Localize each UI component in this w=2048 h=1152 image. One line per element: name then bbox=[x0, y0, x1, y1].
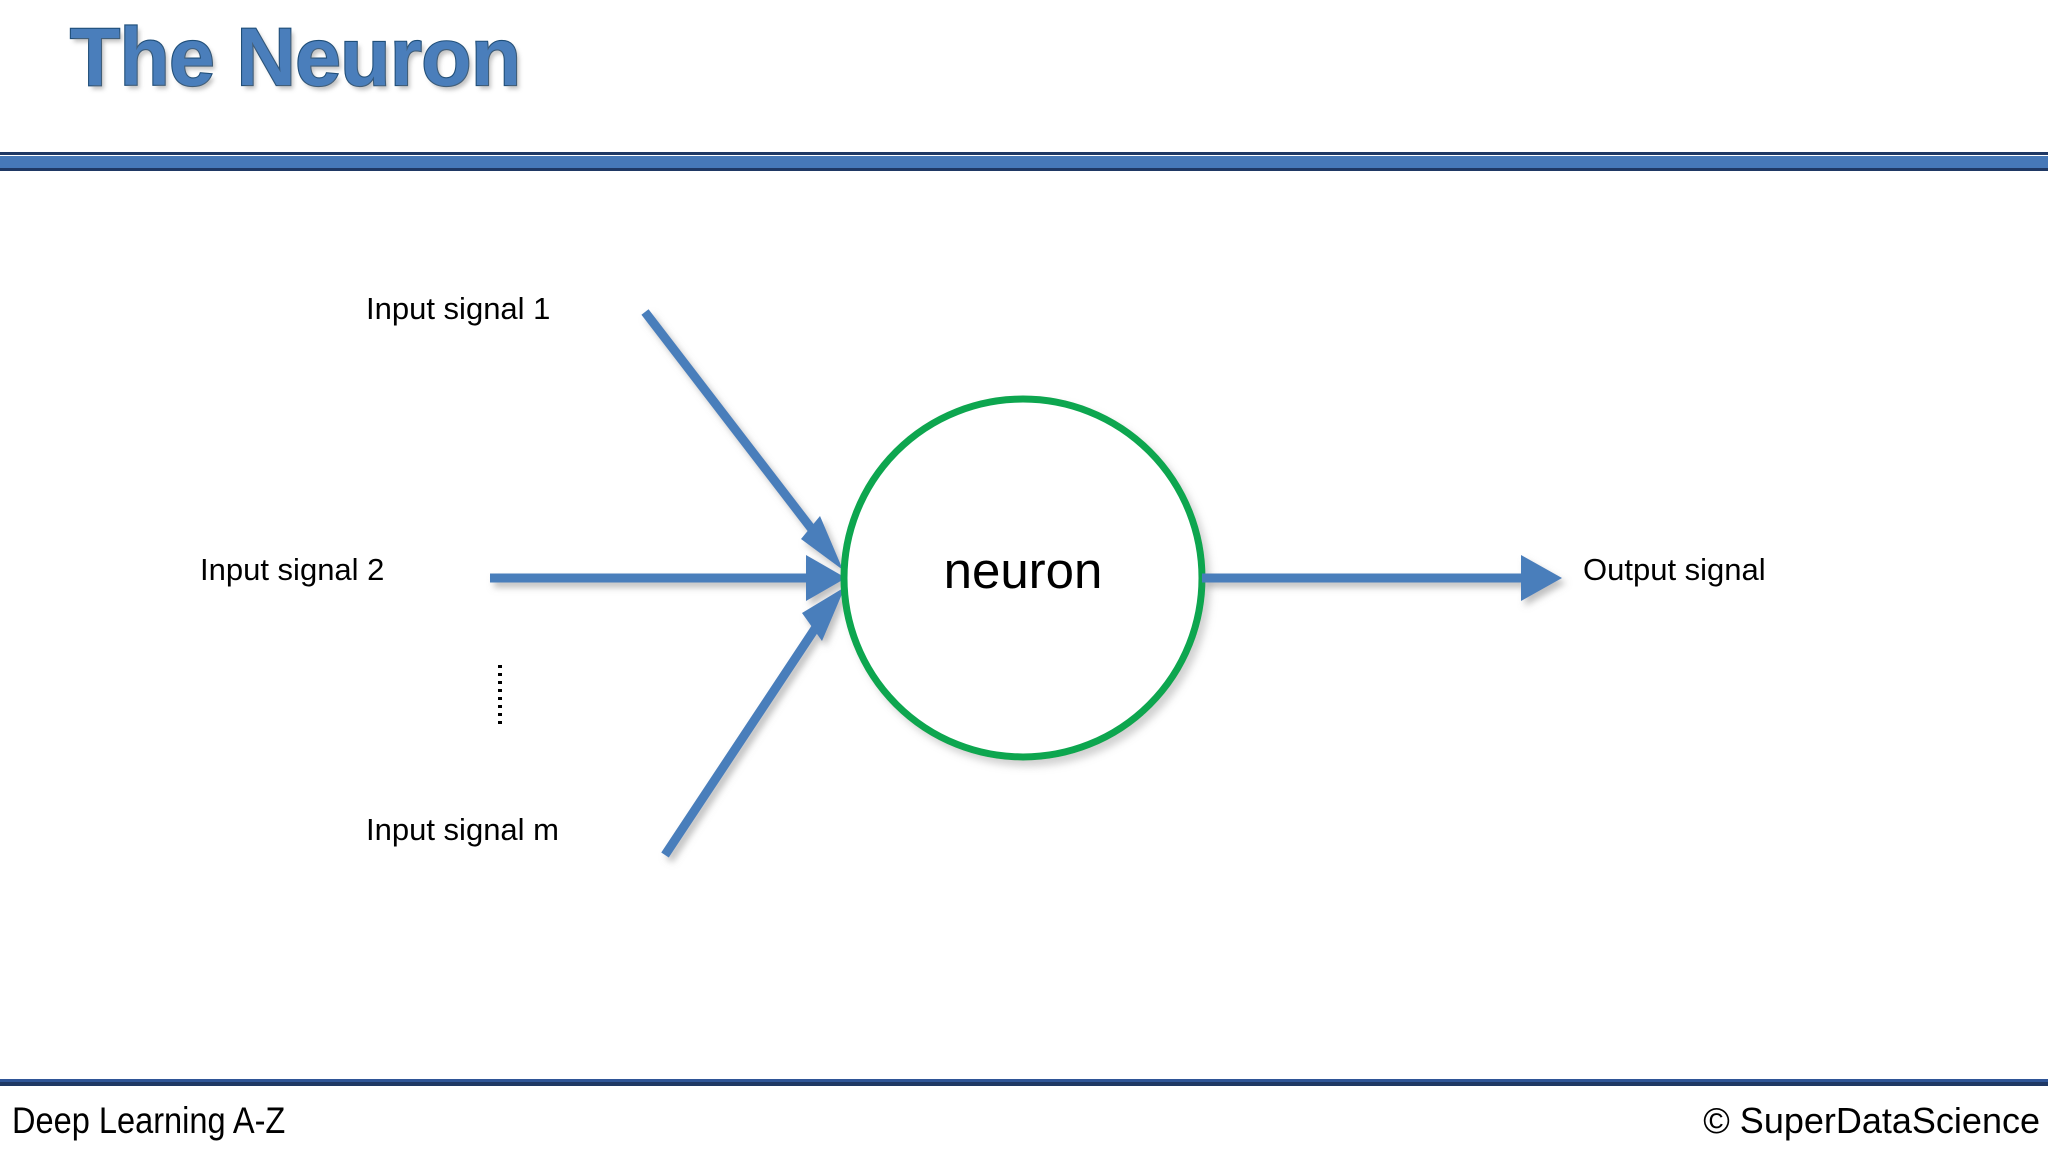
footer-copyright: © SuperDataScience bbox=[1703, 1100, 2040, 1141]
header-divider-bottom-line bbox=[0, 168, 2048, 171]
footer-divider-top-line bbox=[0, 1079, 2048, 1082]
arrow-input-signal-2 bbox=[490, 555, 846, 601]
footer-course-name: Deep Learning A-Z bbox=[12, 1100, 286, 1141]
arrow-input-signal-1 bbox=[641, 309, 843, 570]
arrow-input-signal-m bbox=[661, 587, 845, 858]
label-input-signal-1: Input signal 1 bbox=[366, 291, 551, 326]
header-divider bbox=[0, 152, 2048, 172]
header-divider-band bbox=[0, 156, 2048, 168]
label-input-signal-m: Input signal m bbox=[366, 812, 559, 847]
header-divider-top-line bbox=[0, 152, 2048, 155]
neuron-circle-label: neuron bbox=[943, 542, 1103, 599]
arrow-output-signal bbox=[1202, 555, 1562, 601]
label-input-signal-2: Input signal 2 bbox=[200, 552, 385, 587]
label-output-signal: Output signal bbox=[1583, 552, 1766, 587]
footer-divider bbox=[0, 1079, 2048, 1086]
page-title: The Neuron bbox=[69, 12, 522, 103]
footer-divider-band bbox=[0, 1082, 2048, 1086]
